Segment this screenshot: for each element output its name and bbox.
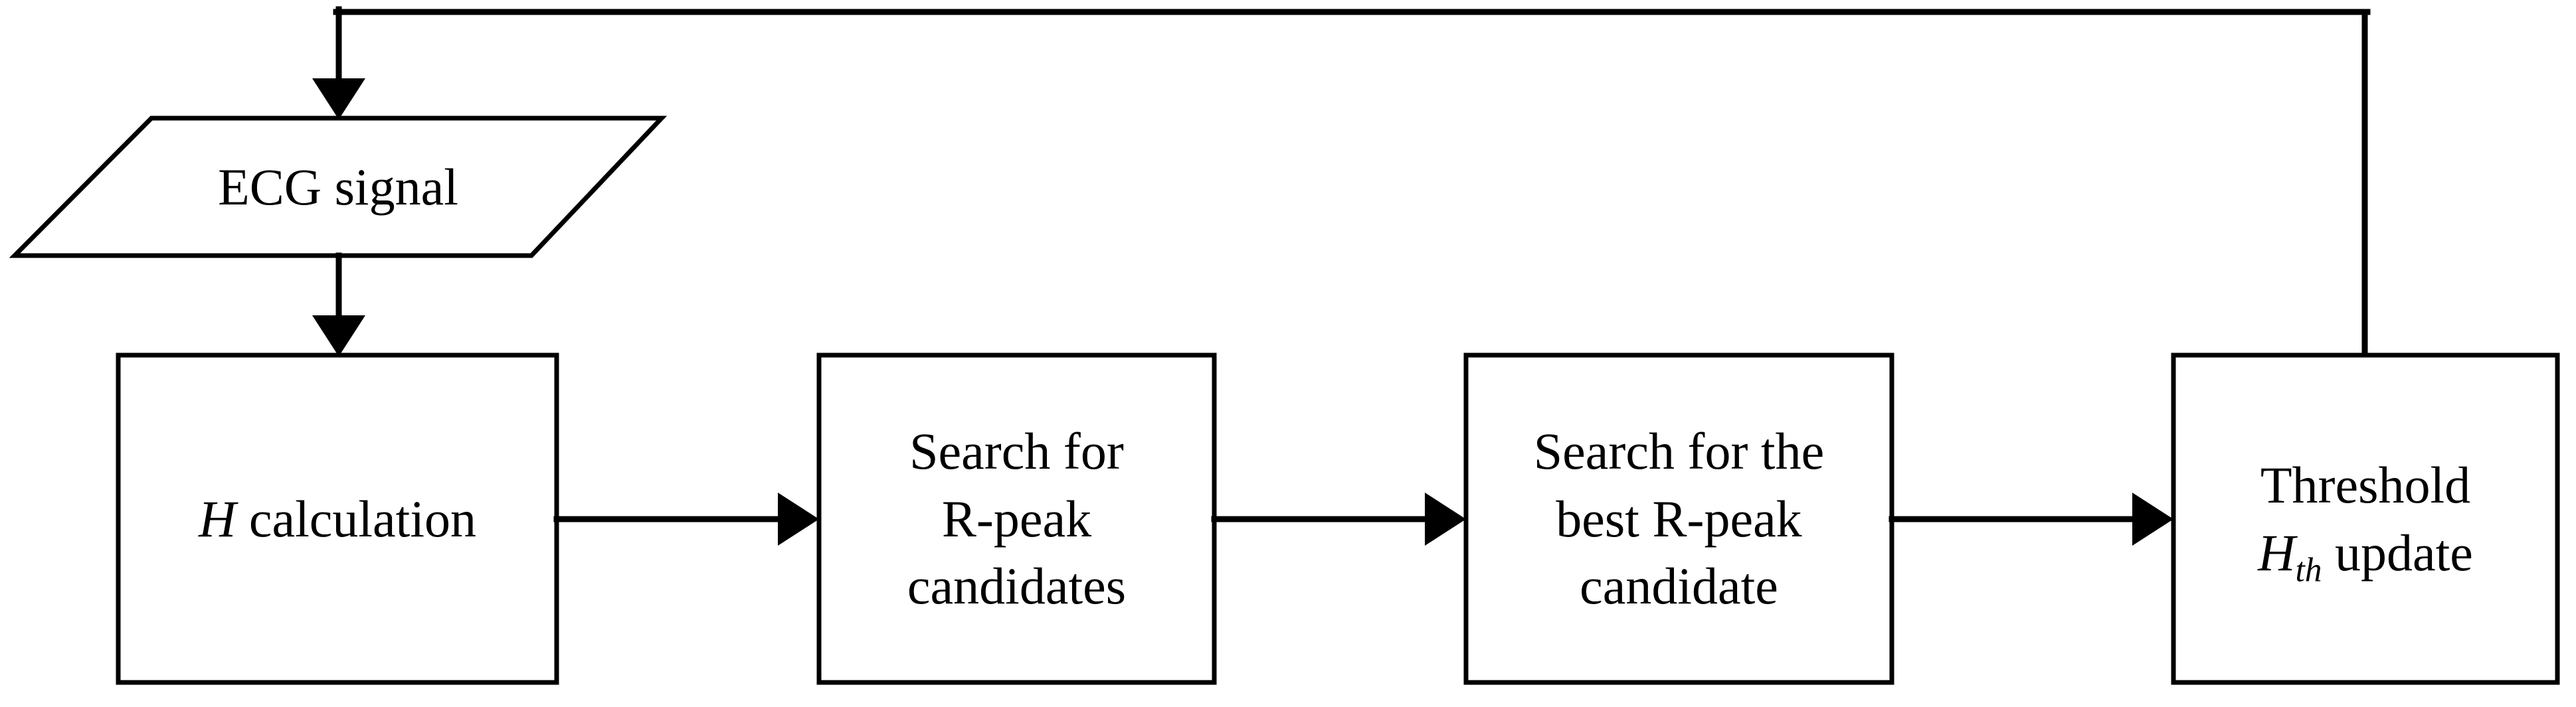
edge-feedback-threshold-to-ecg [312,6,2371,358]
arrowhead-right-icon [2132,493,2173,546]
edge-search-candidates-to-best-candidate [1211,493,1466,546]
h-calculation-box[interactable] [116,353,559,685]
edge-h-calculation-to-search-candidates [553,493,819,546]
ecg-signal-parallelogram[interactable] [9,116,668,258]
edge-ecg-to-h-calculation [312,252,365,356]
arrowhead-down-icon [312,315,365,356]
threshold-update-box[interactable] [2171,353,2560,685]
arrowhead-right-icon [1425,493,1466,546]
search-r-peak-candidates-box[interactable] [816,353,1217,685]
search-best-r-peak-candidate-box[interactable] [1463,353,1894,685]
arrowhead-right-icon [778,493,819,546]
edge-best-candidate-to-threshold-update [1888,493,2173,546]
feedback-arrowhead-icon [312,78,365,119]
